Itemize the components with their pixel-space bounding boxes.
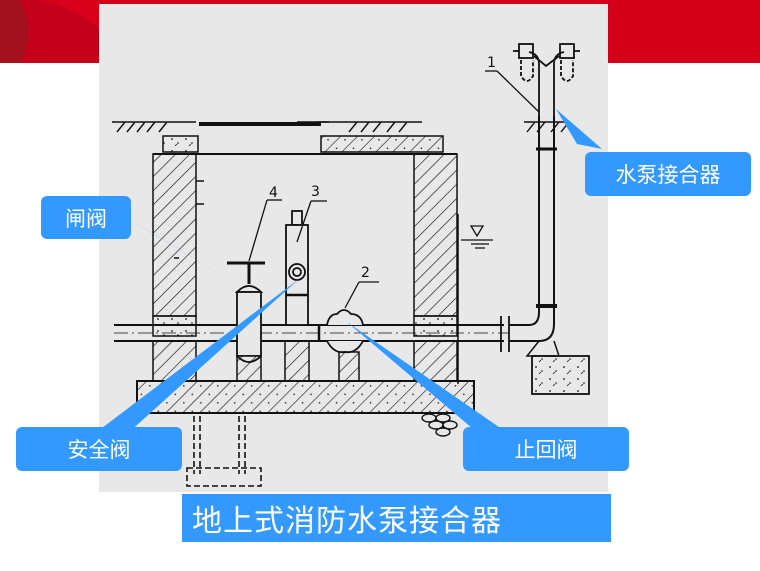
banner-swoosh-decoration bbox=[0, 0, 100, 63]
figure-caption: 地上式消防水泵接合器 bbox=[182, 494, 611, 542]
water-level-symbol bbox=[461, 225, 493, 249]
roof-slab-right bbox=[320, 135, 444, 153]
support-block bbox=[531, 355, 590, 395]
safety-valve-drawing bbox=[285, 210, 309, 326]
callout-pump-connector: 水泵接合器 bbox=[585, 152, 751, 196]
part-number-1: 1 bbox=[487, 55, 496, 71]
wall-right bbox=[413, 153, 458, 317]
wall-left bbox=[152, 153, 197, 317]
part-number-2: 2 bbox=[361, 265, 370, 281]
drain-pipe bbox=[186, 416, 262, 487]
pump-connector-diagram: 1 4 3 2 bbox=[99, 43, 602, 487]
callout-pointers bbox=[99, 109, 602, 434]
diagram-figure: 1 4 3 2 bbox=[99, 4, 608, 492]
manhole-cover bbox=[199, 122, 321, 126]
gravel bbox=[421, 413, 458, 437]
part-number-3: 3 bbox=[311, 184, 320, 200]
connector-riser bbox=[509, 116, 557, 342]
part-number-4: 4 bbox=[269, 185, 278, 201]
roof-slab-left bbox=[162, 135, 199, 153]
callout-check-valve: 止回阀 bbox=[463, 427, 629, 471]
callout-gate-valve: 闸阀 bbox=[41, 196, 131, 239]
ground-surface bbox=[112, 121, 422, 133]
check-valve-drawing bbox=[326, 309, 364, 354]
callout-safety-valve: 安全阀 bbox=[16, 427, 182, 471]
base-slab bbox=[136, 380, 475, 414]
connector-head bbox=[513, 43, 580, 116]
